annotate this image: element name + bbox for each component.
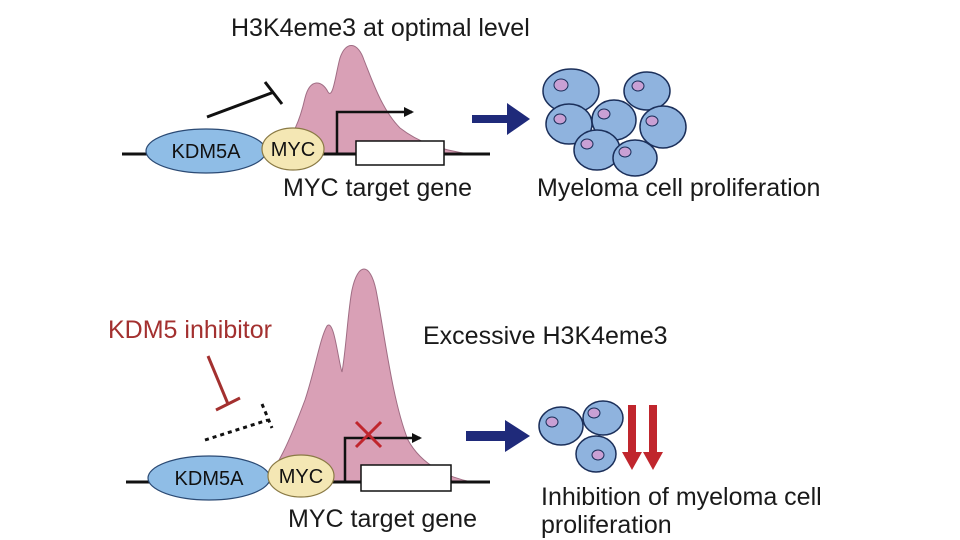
- kdm5-inhibitor-label: KDM5 inhibitor: [108, 316, 272, 344]
- bottom-myc-node: [267, 454, 335, 498]
- cell: [538, 406, 584, 446]
- bottom-dashed-inhibition-line: [204, 418, 269, 442]
- bottom-cell-cluster: [538, 400, 624, 473]
- bottom-myc-label: MYC: [279, 466, 323, 488]
- bottom-panel: KDM5A MYC: [126, 268, 663, 501]
- top-gene-box: [355, 140, 445, 166]
- kdm5-inhibitor-line: [206, 355, 230, 405]
- top-outcome-arrow: [472, 103, 530, 135]
- bottom-tss-arrow: [343, 433, 422, 482]
- cell: [582, 400, 624, 436]
- decrease-arrows: [622, 405, 663, 470]
- cell: [623, 71, 671, 111]
- transcription-block-x: [354, 420, 383, 449]
- top-inhibition-bar: [263, 81, 284, 105]
- bottom-gene-label: MYC target gene: [288, 505, 477, 533]
- top-myc-label: MYC: [271, 139, 315, 161]
- bottom-histone-peak: [260, 268, 473, 483]
- bottom-kdm5a-label: KDM5A: [175, 468, 245, 490]
- top-myc-node: [261, 127, 325, 171]
- top-panel: KDM5A MYC: [122, 45, 687, 177]
- top-outcome-label: Myeloma cell proliferation: [537, 174, 821, 202]
- top-gene-label: MYC target gene: [283, 174, 472, 202]
- bottom-outcome-line2: proliferation: [541, 511, 672, 539]
- top-inhibition-line: [206, 90, 275, 119]
- bottom-title: Excessive H3K4eme3: [423, 322, 668, 350]
- bottom-outcome-line1: Inhibition of myeloma cell: [541, 483, 822, 511]
- bottom-dashed-inhibition-bar: [260, 403, 274, 429]
- cell: [575, 435, 617, 473]
- top-cell-cluster: [542, 68, 687, 177]
- top-histone-peak: [267, 45, 471, 155]
- bottom-outcome-arrow: [466, 420, 530, 452]
- bottom-gene-box: [360, 464, 452, 492]
- cell: [573, 129, 621, 171]
- top-title: H3K4eme3 at optimal level: [231, 14, 530, 42]
- top-kdm5a-label: KDM5A: [172, 141, 242, 163]
- cell: [612, 139, 658, 177]
- cell: [639, 105, 687, 149]
- kdm5-inhibitor-bar: [215, 396, 241, 412]
- top-tss-arrow: [335, 107, 414, 154]
